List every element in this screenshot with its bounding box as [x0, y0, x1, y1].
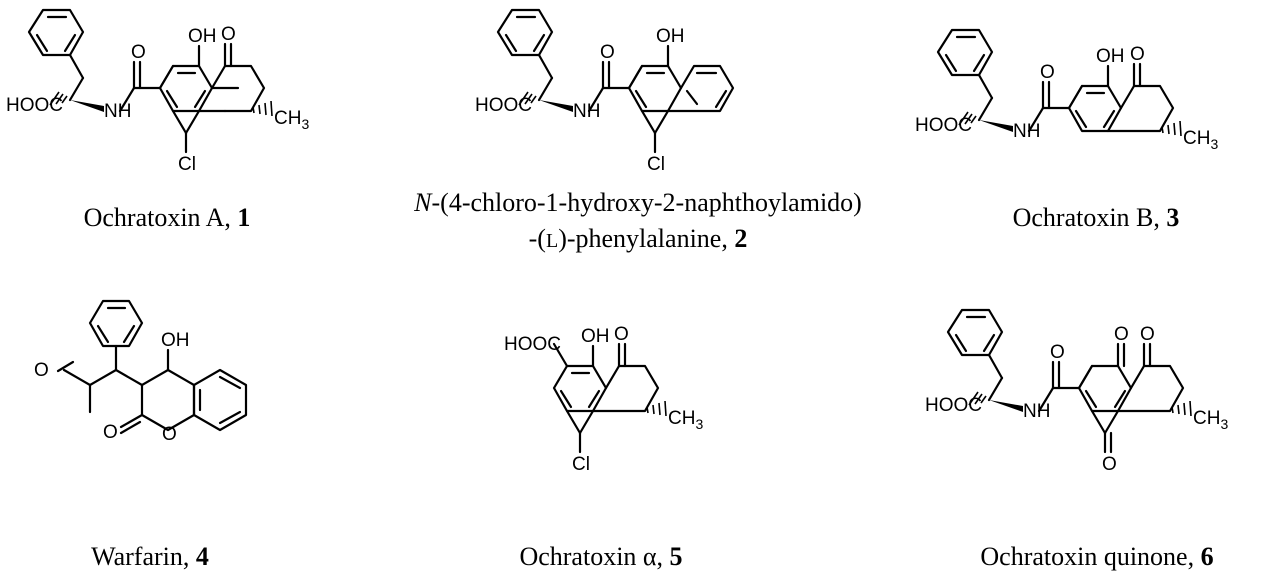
caption-ochratoxin-a: Ochratoxin A, 1 [84, 203, 251, 232]
atom-carboxyl: HOOC [6, 95, 63, 116]
atom-carboxyl: HOOC [475, 95, 532, 116]
bonds [946, 308, 1185, 454]
atom-amide-nh: NH [1013, 121, 1040, 142]
stereo-bonds [646, 400, 667, 417]
structure-ochratoxin-quinone: HOOC NH O O O O CH3 [925, 308, 1228, 475]
atom-methyl: CH3 [1183, 128, 1218, 152]
stereo-bonds [49, 91, 273, 117]
atom-quinone-o-top: O [1114, 324, 1129, 345]
caption-warfarin: Warfarin, 4 [91, 542, 209, 571]
atom-amide-o: O [600, 42, 615, 63]
atom-chloro: Cl [647, 154, 665, 175]
atom-quinone-o-bottom: O [1102, 454, 1117, 475]
structure-ochratoxin-alpha: OH HOOC O Cl CH3 [504, 324, 703, 475]
atom-carboxyl: HOOC [504, 334, 561, 355]
atom-ketone-o: O [34, 360, 49, 381]
caption-naphthoyl-line1: N-(4-chloro-1-hydroxy-2-naphthoylamido) [413, 188, 862, 217]
atom-hydroxyl: OH [1096, 46, 1125, 67]
atom-ring-o: O [162, 424, 177, 445]
stereo-bonds [968, 391, 1192, 417]
atom-amide-o: O [1050, 342, 1065, 363]
stereo-bonds [958, 111, 1182, 137]
structure-ochratoxin-b: OH HOOC NH O O CH3 [915, 28, 1218, 152]
atom-carboxyl: HOOC [925, 395, 982, 416]
atom-amide-nh: NH [1023, 401, 1050, 422]
atom-ketone-o: O [1130, 44, 1145, 65]
atom-hydroxyl: OH [656, 26, 685, 47]
atom-hydroxyl: OH [161, 330, 190, 351]
atom-amide-o: O [1040, 62, 1055, 83]
atom-chloro: Cl [572, 454, 590, 475]
caption-ochratoxin-alpha: Ochratoxin α, 5 [519, 542, 682, 571]
structure-warfarin: OH O O O [34, 299, 248, 445]
atom-ketone-o: O [221, 24, 236, 45]
bonds [552, 342, 660, 454]
atom-ketone-o: O [614, 324, 629, 345]
atom-amide-o: O [131, 42, 146, 63]
atom-lactone-o: O [103, 422, 118, 443]
atom-carboxyl: HOOC [915, 115, 972, 136]
stereo-bonds [518, 91, 573, 112]
bonds [27, 8, 266, 154]
caption-ochratoxin-quinone: Ochratoxin quinone, 6 [980, 542, 1213, 571]
atom-hydroxyl: OH [581, 326, 610, 347]
atom-amide-nh: NH [104, 101, 131, 122]
bonds [496, 8, 735, 154]
bonds [56, 299, 248, 435]
structure-ochratoxin-a: OH HOOC NH O O Cl CH3 [6, 8, 309, 175]
atom-hydroxyl: OH [188, 26, 217, 47]
atom-methyl: CH3 [274, 108, 309, 132]
structure-naphthoyl-phenylalanine: OH HOOC NH O Cl [475, 8, 735, 175]
atom-amide-nh: NH [573, 101, 600, 122]
atom-ketone-o: O [1140, 324, 1155, 345]
atom-chloro: Cl [178, 154, 196, 175]
caption-naphthoyl-line2: -(L)-phenylalanine, 2 [529, 224, 748, 253]
atom-methyl: CH3 [668, 408, 703, 432]
caption-ochratoxin-b: Ochratoxin B, 3 [1013, 203, 1180, 232]
bonds [936, 28, 1175, 133]
atom-methyl: CH3 [1193, 408, 1228, 432]
